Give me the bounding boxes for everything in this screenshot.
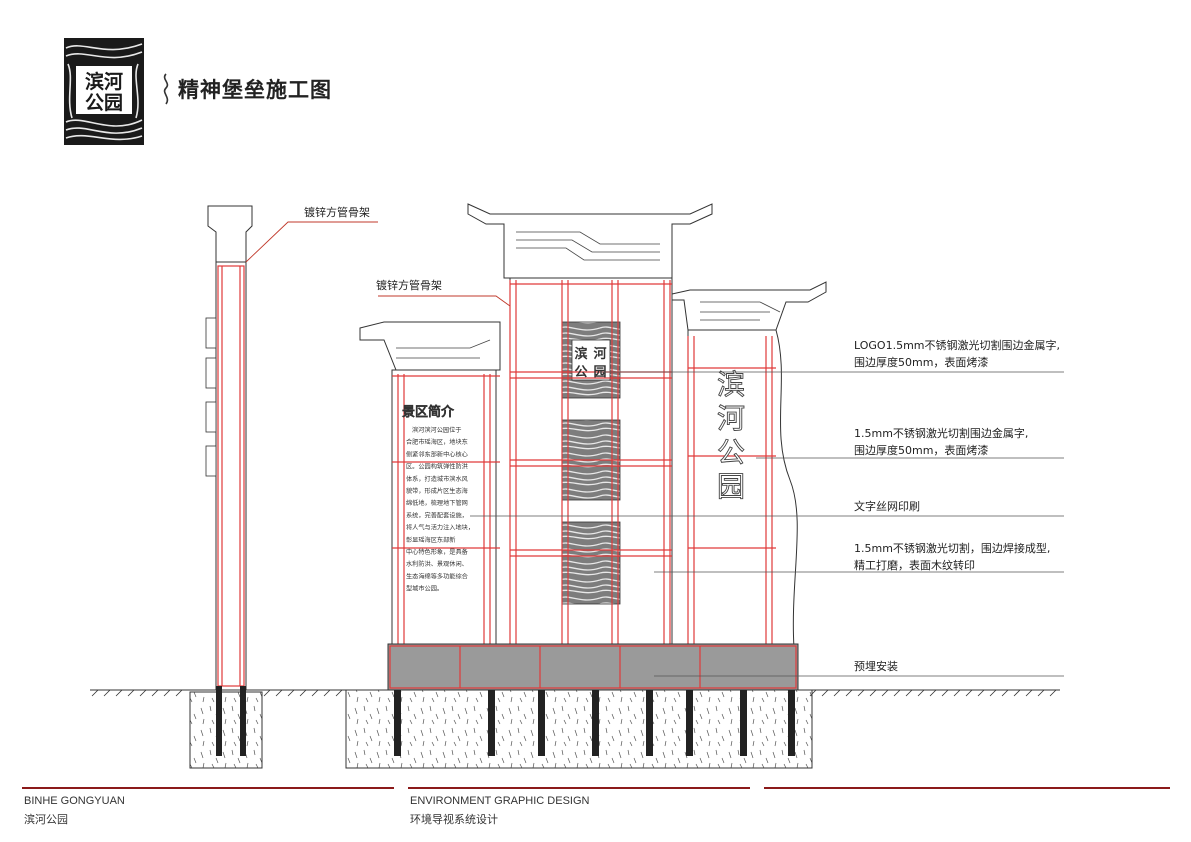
intro-line: 彰显瑶海区东部新 bbox=[406, 536, 456, 544]
intro-line: 区。公园构筑弹性防洪 bbox=[406, 463, 468, 471]
sign-logo-char-3: 公 bbox=[574, 365, 587, 380]
callout-panel-line2: 精工打磨，表面木纹转印 bbox=[854, 559, 975, 572]
callout-panel-line1: 1.5mm不锈钢激光切割，围边焊接成型, bbox=[854, 542, 1051, 555]
intro-line: 合肥市瑶海区，地块东 bbox=[406, 438, 468, 446]
sign-logo-char-2: 河 bbox=[593, 346, 606, 362]
footer-line-mid bbox=[408, 787, 750, 789]
callout-embed: 预埋安装 bbox=[854, 658, 898, 675]
callout-logo-line1: LOGO1.5mm不锈钢激光切割围边金属字, bbox=[854, 339, 1060, 352]
callout-silkscreen: 文字丝网印刷 bbox=[854, 498, 920, 515]
callout-panel: 1.5mm不锈钢激光切割，围边焊接成型, 精工打磨，表面木纹转印 bbox=[854, 540, 1050, 574]
side-frame-label: 镀锌方管骨架 bbox=[304, 206, 370, 219]
intro-line: 型城市公园。 bbox=[406, 585, 443, 593]
vertical-sign-char-4: 园 bbox=[717, 470, 745, 503]
intro-line: 中心特色形象，是具备 bbox=[406, 548, 469, 556]
footer-left-en: BINHE GONGYUAN bbox=[24, 795, 125, 807]
front-view bbox=[345, 203, 827, 769]
sign-logo-char-1: 滨 bbox=[574, 346, 587, 362]
intro-line: 将人气与活力注入地块， bbox=[406, 524, 474, 532]
wave-icon bbox=[163, 73, 169, 105]
intro-line: 貌带，形成片区生态海 bbox=[406, 487, 468, 495]
logo-text-1: 滨河 bbox=[85, 70, 123, 93]
callout-letters-line2: 围边厚度50mm，表面烤漆 bbox=[854, 444, 989, 457]
callout-letters-line1: 1.5mm不锈钢激光切割围边金属字, bbox=[854, 427, 1029, 440]
intro-line: 侧紧邻东部新中心核心 bbox=[406, 450, 468, 458]
park-logo: 滨河 公园 bbox=[64, 38, 144, 145]
footer-left-cn: 滨河公园 bbox=[24, 814, 68, 826]
intro-line: 系统，完善配套设施， bbox=[406, 511, 468, 519]
intro-line: 体系，打造城市滨水风 bbox=[406, 475, 468, 483]
ground-hatch bbox=[91, 689, 1057, 697]
front-frame-label: 镀锌方管骨架 bbox=[376, 279, 442, 292]
callout-silkscreen-line1: 文字丝网印刷 bbox=[854, 500, 920, 513]
callout-embed-line1: 预埋安装 bbox=[854, 660, 898, 673]
vertical-sign-char-3: 公 bbox=[717, 436, 745, 469]
footer-line-right bbox=[764, 787, 1170, 789]
footer-mid-cn: 环境导视系统设计 bbox=[410, 814, 498, 826]
callout-leaders bbox=[470, 371, 1064, 677]
vertical-sign-char-1: 滨 bbox=[717, 368, 745, 401]
vertical-sign-text: 滨 河 公 园 bbox=[717, 368, 746, 504]
vertical-sign-char-2: 河 bbox=[717, 402, 745, 435]
page-title: 精神堡垒施工图 bbox=[178, 78, 332, 102]
intro-line: 水利防洪、景观休闲、 bbox=[406, 560, 468, 568]
logo-text-2: 公园 bbox=[85, 92, 123, 114]
intro-line: 滨河滨河公园位于 bbox=[412, 426, 462, 434]
intro-text: 滨河滨河公园位于合肥市瑶海区，地块东侧紧邻东部新中心核心区。公园构筑弹性防洪体系… bbox=[406, 426, 474, 593]
intro-line: 生态海绵等多功能综合 bbox=[406, 572, 468, 580]
side-view bbox=[189, 205, 263, 769]
footer-mid-en: ENVIRONMENT GRAPHIC DESIGN bbox=[410, 795, 590, 807]
callout-letters: 1.5mm不锈钢激光切割围边金属字, 围边厚度50mm，表面烤漆 bbox=[854, 425, 1028, 459]
callout-logo: LOGO1.5mm不锈钢激光切割围边金属字, 围边厚度50mm，表面烤漆 bbox=[854, 337, 1060, 371]
callout-logo-line2: 围边厚度50mm，表面烤漆 bbox=[854, 356, 989, 369]
sign-logo-char-4: 园 bbox=[593, 365, 606, 380]
leader-lines bbox=[245, 221, 511, 307]
intro-line: 绵低地，梳理地下管网 bbox=[406, 499, 468, 507]
footer-line-left bbox=[22, 787, 394, 789]
intro-title: 景区简介 bbox=[402, 404, 455, 420]
